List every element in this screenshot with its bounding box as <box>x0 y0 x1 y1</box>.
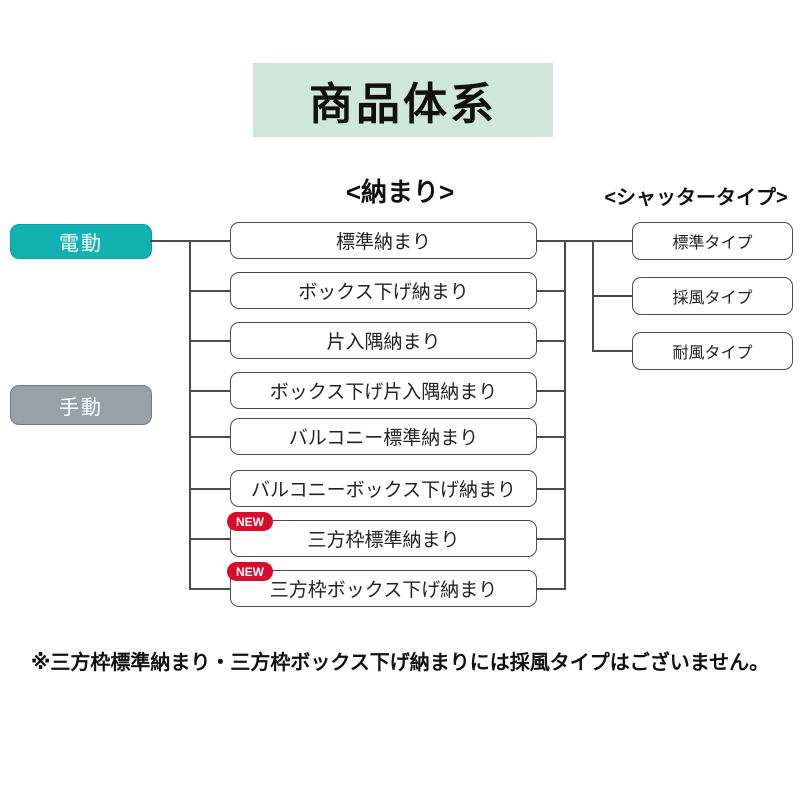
footnote: ※三方枠標準納まり・三方枠ボックス下げ納まりには採風タイプはございません。 <box>30 652 770 674</box>
shutter-type-box-wind-resistant: 耐風タイプ <box>632 332 793 370</box>
connector-line <box>564 240 566 590</box>
connector-line <box>190 488 230 490</box>
drive-button-manual: 手動 <box>10 385 152 425</box>
connector-line <box>537 240 632 242</box>
connector-line <box>537 538 565 540</box>
shutter-type-box-standard: 標準タイプ <box>632 222 793 260</box>
new-badge: NEW <box>227 512 273 531</box>
connector-line <box>190 340 230 342</box>
installation-box-standard: 標準納まり <box>230 222 537 259</box>
connector-line <box>189 240 191 590</box>
connector-line <box>537 488 565 490</box>
shutter-type-header: <シャッタータイプ> <box>604 187 788 209</box>
connector-line <box>593 295 632 297</box>
connector-line <box>593 350 632 352</box>
connector-line <box>537 436 565 438</box>
installation-box-box-lowered: ボックス下げ納まり <box>230 272 537 309</box>
installation-header: <納まり> <box>345 177 455 207</box>
drive-button-electric: 電動 <box>10 224 152 259</box>
connector-line <box>537 290 565 292</box>
installation-box-box-lowered-single-corner: ボックス下げ片入隅納まり <box>230 372 537 409</box>
connector-line <box>190 588 230 590</box>
page-title: 商品体系 <box>253 63 553 137</box>
shutter-type-box-ventilation: 採風タイプ <box>632 277 793 315</box>
connector-line <box>190 538 230 540</box>
connector-line <box>190 390 230 392</box>
connector-line <box>537 340 565 342</box>
installation-box-balcony-standard: バルコニー標準納まり <box>230 418 537 455</box>
connector-line <box>537 390 565 392</box>
connector-line <box>537 588 565 590</box>
installation-box-balcony-box-lowered: バルコニーボックス下げ納まり <box>230 470 537 507</box>
installation-box-three-side-frame-box-lowered: 三方枠ボックス下げ納まり <box>230 570 537 607</box>
installation-box-single-corner: 片入隅納まり <box>230 322 537 359</box>
connector-line <box>190 436 230 438</box>
installation-box-three-side-frame-standard: 三方枠標準納まり <box>230 520 537 557</box>
new-badge: NEW <box>227 562 273 581</box>
connector-line <box>190 290 230 292</box>
